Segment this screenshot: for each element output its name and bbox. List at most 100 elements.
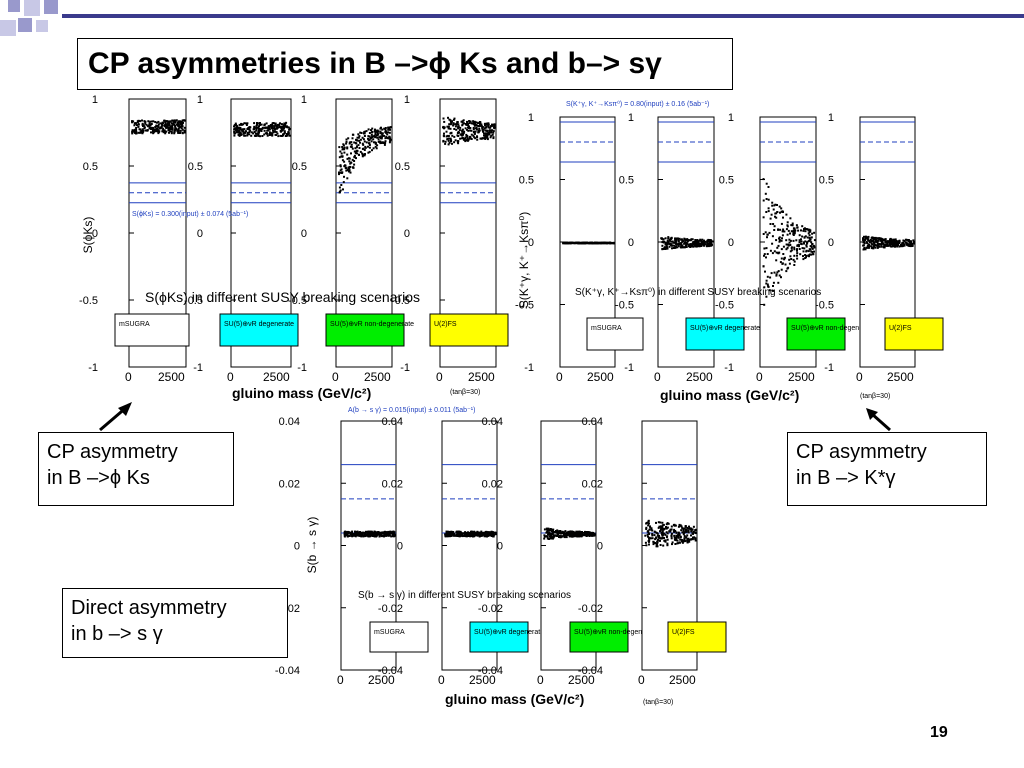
data-point	[453, 141, 456, 144]
data-point	[447, 116, 449, 119]
data-point	[358, 135, 361, 138]
data-point	[173, 121, 176, 124]
y-tick-label: -0.02	[478, 603, 503, 615]
data-point	[769, 276, 772, 279]
data-point	[354, 147, 357, 150]
data-point	[589, 532, 592, 535]
data-point	[364, 533, 366, 536]
data-point	[480, 530, 483, 533]
data-point	[350, 141, 353, 144]
data-point	[468, 120, 471, 123]
data-point	[489, 532, 491, 535]
data-point	[809, 253, 812, 256]
data-point	[898, 239, 901, 242]
data-point	[469, 127, 472, 129]
data-point	[768, 289, 771, 292]
data-point	[365, 530, 367, 533]
data-point	[149, 127, 152, 130]
data-point	[492, 532, 495, 535]
data-point	[667, 237, 670, 240]
data-point	[910, 241, 913, 244]
data-point	[766, 275, 769, 278]
data-point	[677, 245, 680, 248]
data-point	[645, 522, 648, 525]
data-point	[445, 532, 448, 535]
data-point	[361, 142, 364, 145]
y-tick-label: 0	[828, 237, 834, 249]
data-point	[681, 240, 684, 243]
data-point	[171, 119, 174, 122]
y-tick-label: 0.04	[582, 416, 603, 428]
data-point	[487, 124, 490, 127]
data-point	[346, 535, 349, 538]
data-point	[239, 128, 242, 131]
data-point	[390, 531, 393, 534]
data-point	[772, 281, 775, 284]
data-point	[259, 128, 262, 131]
data-point	[483, 531, 486, 534]
data-point	[473, 123, 476, 126]
data-point	[795, 224, 798, 227]
data-point	[872, 237, 874, 240]
data-point	[474, 130, 477, 133]
data-point	[136, 121, 139, 124]
data-point	[245, 124, 248, 126]
data-point	[886, 243, 889, 245]
data-point	[670, 525, 673, 528]
data-point	[374, 131, 377, 134]
data-point	[789, 250, 792, 253]
data-point	[492, 535, 495, 538]
data-point	[785, 228, 788, 231]
data-point	[808, 239, 811, 242]
callout-line: CP asymmetry	[796, 441, 927, 463]
data-point	[388, 135, 391, 138]
data-point	[609, 242, 612, 245]
data-point	[462, 133, 464, 136]
y-tick-label: 0	[728, 237, 734, 249]
data-point	[359, 131, 362, 134]
y-tick-label: -0.5	[391, 295, 410, 307]
data-point	[235, 129, 237, 132]
data-point	[245, 130, 248, 133]
data-point	[358, 534, 361, 537]
data-point	[891, 240, 894, 243]
y-tick-label: 1	[404, 94, 410, 106]
data-point	[677, 536, 680, 539]
data-point	[491, 531, 494, 534]
data-point	[371, 149, 373, 152]
data-point	[445, 135, 448, 138]
data-point	[472, 134, 475, 137]
data-point	[481, 534, 483, 537]
data-point	[468, 532, 471, 535]
data-point	[253, 134, 256, 137]
data-point	[342, 147, 345, 150]
data-point	[865, 241, 868, 243]
data-point	[183, 129, 186, 132]
data-point	[790, 249, 793, 252]
scenario-label-box	[325, 313, 405, 347]
y-tick-label: -0.02	[378, 603, 403, 615]
data-point	[388, 534, 391, 537]
data-point	[479, 137, 482, 140]
data-point	[131, 121, 134, 124]
data-point	[268, 134, 271, 136]
y-tick-label: -1	[400, 362, 410, 374]
data-point	[688, 525, 690, 528]
data-point	[490, 531, 493, 534]
data-point	[171, 122, 173, 125]
data-point	[164, 121, 167, 124]
data-point	[674, 239, 677, 242]
data-point	[339, 165, 342, 168]
data-point	[546, 528, 548, 531]
data-point	[772, 208, 775, 211]
data-point	[457, 127, 460, 130]
data-point	[166, 120, 169, 123]
data-point	[905, 241, 908, 244]
data-point	[773, 204, 776, 207]
data-point	[448, 531, 451, 533]
data-point	[893, 243, 896, 246]
data-point	[871, 243, 874, 246]
data-point	[785, 248, 788, 251]
data-point	[462, 132, 465, 135]
data-point	[767, 210, 770, 213]
